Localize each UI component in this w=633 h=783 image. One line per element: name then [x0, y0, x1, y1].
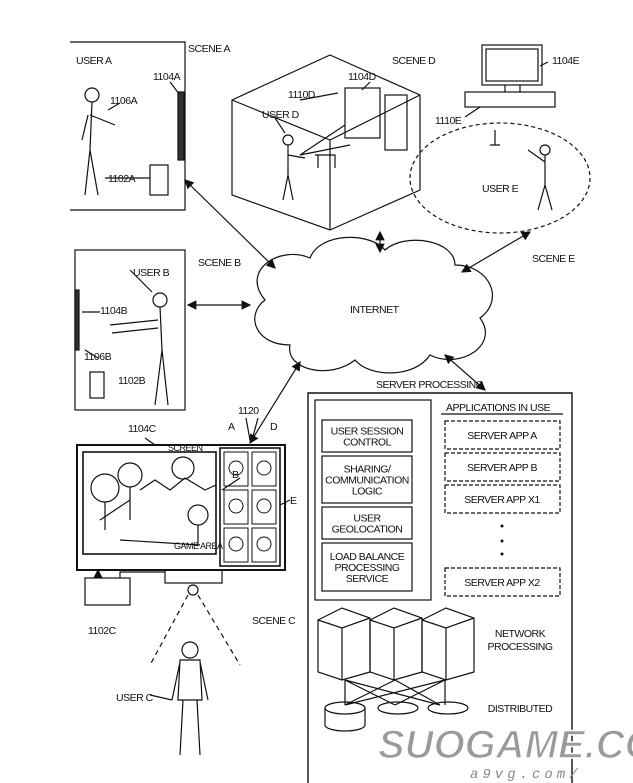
watermark-sub: a9vg.com/ — [470, 767, 582, 783]
server-racks — [317, 607, 475, 681]
ref-1110d: 1110D — [288, 89, 316, 101]
ref-1104b: 1104B — [100, 305, 128, 317]
face-b-label: B — [232, 469, 239, 481]
applications-in-use-title: APPLICATIONS IN USE — [446, 402, 551, 414]
server-app-a: SERVER APP A — [467, 430, 537, 442]
network-processing-line2: PROCESSING — [487, 641, 552, 653]
server-module-1-line: USER SESSION — [331, 426, 404, 438]
server-module-3-line: GEOLOCATION — [332, 524, 403, 536]
ref-1104d: 1104D — [348, 71, 377, 83]
face-e-label: E — [290, 495, 297, 507]
user-c-label: USER C — [116, 692, 154, 704]
scene-b-label: SCENE B — [198, 257, 241, 269]
ref-1104c: 1104C — [128, 423, 157, 435]
user-a-label: USER A — [76, 55, 112, 67]
ref-1120: 1120 — [238, 405, 259, 417]
server-module-1-line: CONTROL — [343, 437, 391, 449]
scene-a — [70, 41, 186, 211]
game-area-label: GAME AREA — [174, 541, 223, 551]
server-processing-title: SERVER PROCESSING — [376, 379, 484, 391]
server-module-2-line: COMMUNICATION — [325, 475, 409, 487]
server-app-x2: SERVER APP X2 — [464, 577, 540, 589]
distributed-label: DISTRIBUTED — [488, 703, 553, 715]
scene-c — [76, 417, 291, 756]
scene-d — [231, 54, 421, 231]
face-a-label: A — [228, 421, 235, 433]
user-d-label: USER D — [262, 109, 300, 121]
scene-e-label: SCENE E — [532, 253, 575, 265]
ref-1106a: 1106A — [110, 95, 138, 107]
scene-e — [409, 44, 591, 234]
server-module-2-line: SHARING/ — [344, 464, 391, 476]
scene-b — [74, 249, 186, 411]
user-b-label: USER B — [133, 267, 170, 279]
ref-1106b: 1106B — [84, 351, 112, 363]
ref-1102c: 1102C — [88, 625, 117, 637]
server-app-b: SERVER APP B — [467, 462, 538, 474]
face-d-label: D — [270, 421, 278, 433]
ref-1102b: 1102B — [118, 375, 146, 387]
internet-cloud — [254, 236, 493, 374]
server-app-x1: SERVER APP X1 — [464, 494, 540, 506]
ref-1104a: 1104A — [153, 71, 181, 83]
scene-d-label: SCENE D — [392, 55, 436, 67]
server-module-4-line: PROCESSING — [334, 562, 399, 574]
ref-1102a: 1102A — [108, 173, 136, 185]
server-module-2-line: LOGIC — [352, 486, 383, 498]
screen-label: SCREEN — [168, 443, 203, 453]
network-processing-line1: NETWORK — [495, 628, 546, 640]
ref-1110e: 1110E — [435, 115, 462, 127]
user-e-label: USER E — [482, 183, 519, 195]
server-module-4-line: LOAD BALANCE — [330, 551, 405, 563]
scene-c-label: SCENE C — [252, 615, 296, 627]
server-module-4-line: SERVICE — [346, 573, 389, 585]
ref-1104e: 1104E — [552, 55, 580, 67]
server-module-3-line: USER — [353, 513, 381, 525]
watermark-logo: SUOGAME.COM — [378, 723, 633, 767]
network-links — [184, 179, 532, 445]
scene-a-label: SCENE A — [188, 43, 231, 55]
internet-label: INTERNET — [350, 304, 400, 316]
server-processing — [307, 392, 573, 783]
